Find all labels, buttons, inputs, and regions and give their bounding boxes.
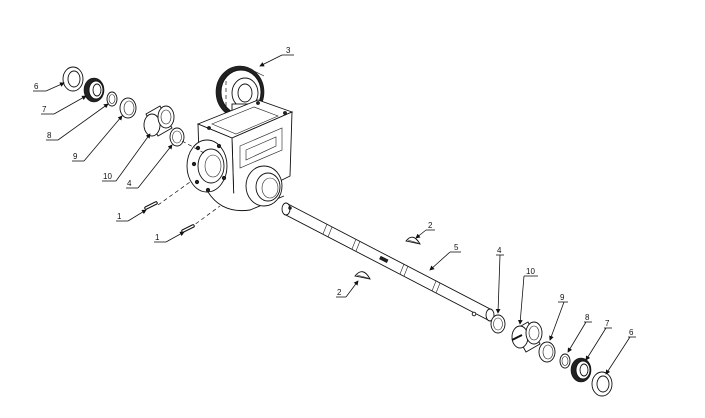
callout-1-upper: 1 (117, 212, 122, 221)
callout-2-lower: 2 (337, 288, 342, 297)
callout-7-right: 7 (605, 319, 610, 328)
key-2-upper (405, 236, 421, 245)
pin-1-upper (144, 201, 158, 210)
bearing-7-right (570, 357, 592, 383)
callout-8-left: 8 (47, 131, 52, 140)
callout-6-left: 6 (34, 82, 39, 91)
callout-1-lower: 1 (155, 233, 160, 242)
ring-8-left (106, 91, 118, 107)
callout-4-right: 4 (497, 246, 502, 255)
callout-10-right: 10 (526, 267, 535, 276)
callout-8-right: 8 (585, 313, 590, 322)
spacer-9-right (538, 341, 556, 363)
callout-9-right: 9 (560, 293, 565, 302)
seal-4-right (490, 314, 506, 334)
callout-6-right: 6 (629, 328, 634, 337)
callout-7-left: 7 (42, 105, 47, 114)
callout-10-left: 10 (103, 172, 112, 181)
spacer-9-left (119, 97, 137, 119)
callout-4-left: 4 (127, 179, 132, 188)
washer-6-left (62, 66, 84, 92)
key-2-lower (354, 271, 371, 280)
washer-6-right (591, 371, 613, 397)
bushing-10-right (511, 321, 543, 353)
callout-5: 5 (454, 243, 459, 252)
shaft-5 (281, 202, 495, 322)
bushing-10-left (143, 105, 175, 137)
ring-8-right (559, 353, 571, 369)
callout-9-left: 9 (73, 152, 78, 161)
seal-4-left (169, 127, 185, 147)
bearing-7-left (83, 77, 105, 103)
callout-2-upper: 2 (428, 221, 433, 230)
gearbox-housing (186, 99, 294, 212)
pin-1-lower (181, 224, 195, 233)
callout-3: 3 (286, 46, 291, 55)
